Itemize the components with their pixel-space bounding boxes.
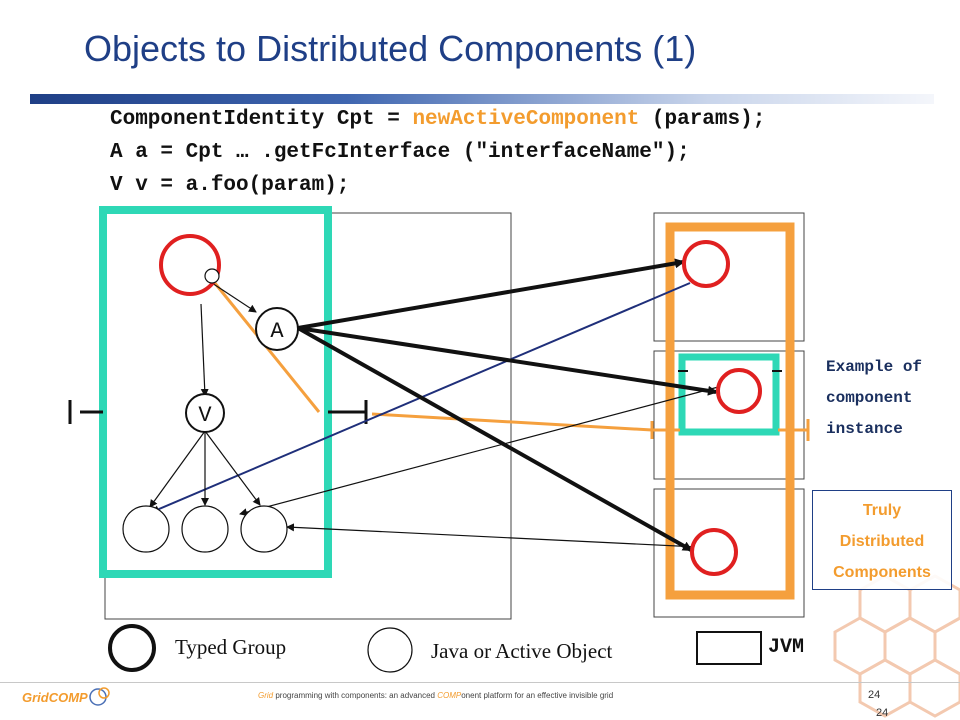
gridcomp-logo: GridCOMP — [22, 687, 110, 706]
typed-group-circle-left — [159, 234, 221, 296]
code-line-1: ComponentIdentity Cpt = newActiveCompone… — [110, 108, 765, 131]
group-object-2 — [181, 505, 229, 553]
arrow-bottom-to-group — [286, 523, 699, 548]
arrow-to-v — [200, 303, 209, 397]
example-label-line-2: component — [826, 389, 913, 407]
legend-jvm-icon — [696, 631, 762, 665]
code-line-2: A a = Cpt … .getFcInterface ("interfaceN… — [110, 141, 690, 164]
page-title: Objects to Distributed Components (1) — [84, 28, 697, 69]
page-number: 24 — [868, 689, 881, 701]
svg-text:GridCOMP: GridCOMP — [22, 690, 88, 705]
example-label-line-1: Example of — [826, 358, 923, 376]
jvm-box-right-top — [653, 212, 805, 342]
orange-connector-left — [371, 412, 653, 432]
arrow-instance-to-group — [239, 385, 723, 517]
arrow-v-to-group-1 — [149, 430, 206, 508]
node-v-circle — [185, 393, 225, 433]
footer-text: Grid programming with components: an adv… — [258, 691, 613, 700]
code-line-3: V v = a.foo(param); — [110, 174, 350, 197]
legend-typed-group-icon — [108, 624, 156, 672]
distributed-component-boundary — [665, 222, 795, 600]
hexagon-decoration — [833, 574, 960, 718]
group-object-3 — [240, 505, 288, 553]
thick-arrow-a-to-bottom — [297, 326, 693, 552]
jvm-box-right-bottom — [653, 488, 805, 618]
arrow-v-to-group-3 — [204, 430, 261, 506]
thick-arrow-a-to-middle — [297, 326, 718, 396]
footer-text-comp: COMP — [437, 691, 462, 700]
example-label-line-3: instance — [826, 420, 903, 438]
typed-group-circle-bottom — [690, 528, 738, 576]
footer-divider — [0, 682, 960, 683]
code-line-1-suffix: (params); — [639, 108, 766, 131]
jvm-box-right-middle — [653, 350, 805, 480]
thick-arrow-a-to-top — [297, 258, 685, 330]
legend-object-icon — [367, 627, 413, 673]
footer-text-grid: Grid — [258, 691, 274, 700]
page-number-secondary: 24 — [876, 707, 889, 719]
code-keyword-new-active-component: newActiveComponent — [412, 108, 640, 131]
legend-object-label: Java or Active Object — [431, 639, 613, 663]
code-line-1-prefix: ComponentIdentity Cpt = — [110, 108, 413, 131]
component-boundary-left — [99, 206, 332, 578]
footer-text-part-1: programming with components: an advanced — [273, 691, 438, 700]
node-a-circle — [255, 307, 299, 351]
node-a-label: A — [270, 319, 284, 344]
group-object-1 — [122, 505, 170, 553]
truly-line-3: Components — [833, 564, 931, 581]
small-object-circle — [204, 268, 220, 284]
truly-distributed-label: Truly Distributed Components — [812, 490, 952, 590]
legend-jvm-label: JVM — [768, 636, 805, 659]
typed-group-circle-middle — [716, 368, 762, 414]
node-v-label: V — [198, 403, 212, 428]
footer-text-part-2: onent platform for an effective invisibl… — [461, 691, 614, 700]
arrow-object-to-a — [211, 282, 257, 313]
truly-line-2: Distributed — [839, 533, 925, 550]
truly-line-1: Truly — [862, 502, 902, 519]
typed-group-circle-top — [682, 240, 730, 288]
title-underline-bar — [30, 94, 934, 104]
component-instance-box — [678, 353, 780, 436]
legend-typed-group-label: Typed Group — [175, 635, 287, 659]
